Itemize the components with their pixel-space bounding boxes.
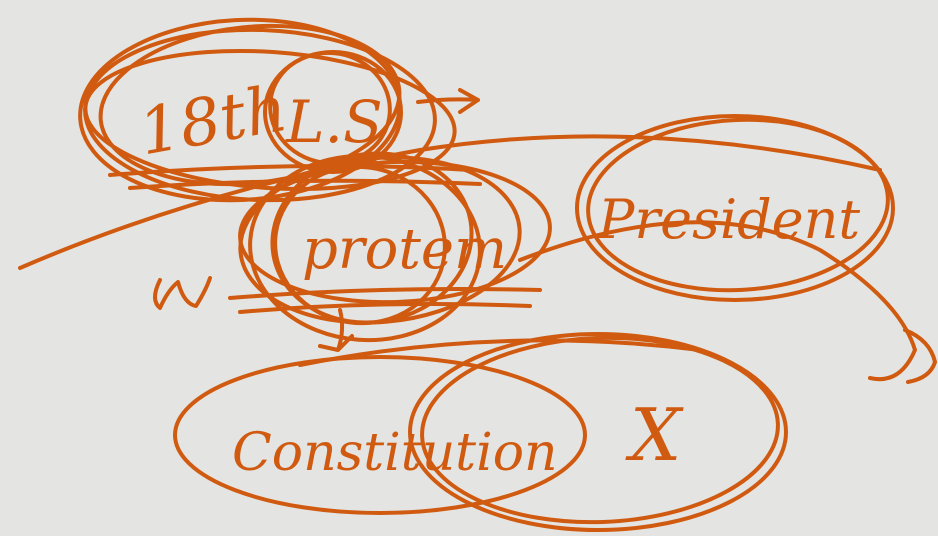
label-18th: 18th <box>134 72 293 171</box>
right-big-oval-2 <box>420 335 780 525</box>
president-oval <box>575 114 895 302</box>
constitution-cluster <box>173 332 788 532</box>
arrow-right-icon <box>416 88 480 114</box>
arc-over-constitution <box>298 338 702 367</box>
curve-to-right <box>518 220 917 382</box>
squiggle-left <box>153 276 212 310</box>
president-oval-2 <box>586 117 890 293</box>
president-cluster <box>575 114 895 302</box>
protem-underline <box>228 287 542 300</box>
protem-oval-2 <box>248 153 482 343</box>
label-protem: protem <box>302 217 507 282</box>
right-big-oval <box>408 332 788 532</box>
lok-sabha-cluster <box>78 17 482 203</box>
constitution-oval <box>173 355 587 515</box>
right-hook-icon <box>903 328 937 384</box>
protem-cluster <box>18 134 937 384</box>
label-ls: L.S <box>285 88 383 156</box>
underline-stroke <box>108 164 472 177</box>
protem-oval-5 <box>238 159 552 305</box>
protem-oval-4 <box>273 164 447 326</box>
label-constitution: Constitution <box>232 423 558 483</box>
protem-underline-2 <box>238 302 532 314</box>
down-connector <box>318 308 354 352</box>
long-diagonal-stroke <box>18 134 882 270</box>
label-president: President <box>597 188 860 251</box>
label-cross: X <box>625 393 684 477</box>
big-oval-top-4 <box>83 48 457 192</box>
